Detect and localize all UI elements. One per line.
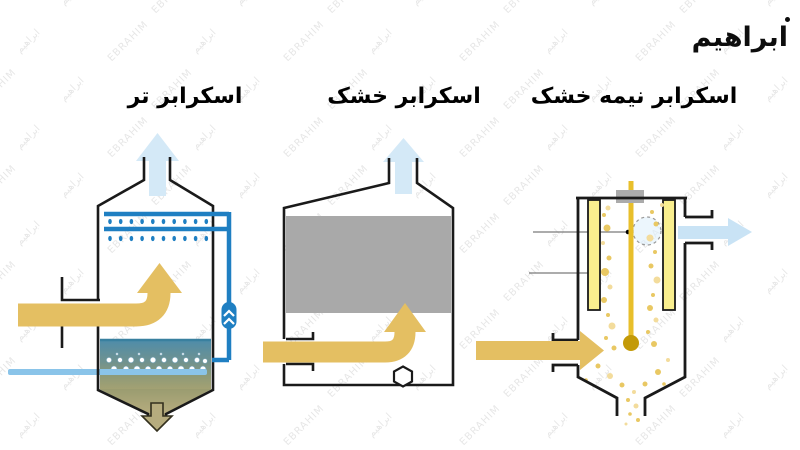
vortex-dashed-circle (632, 216, 662, 246)
inlet-duct-upper-edge (286, 332, 315, 341)
spray-header-pipes (104, 211, 232, 363)
dry-scrubber-diagram (263, 138, 455, 388)
logo-text: ابراهیم (691, 22, 788, 53)
spray-strip-left (587, 199, 601, 311)
inlet-duct-lower-edge (60, 322, 100, 348)
title-wet-scrubber: اسکرابر تر (127, 84, 243, 109)
dirty-gas-inlet-arrow (476, 331, 604, 370)
atomizer-disc (623, 335, 639, 351)
clean-gas-outlet-arrow (678, 218, 752, 246)
logo-dot (785, 17, 790, 22)
clean-gas-up-arrow (383, 138, 424, 194)
dirty-gas-inlet-arrow (263, 303, 426, 363)
inlet-duct-lower-edge (551, 363, 578, 372)
atomizer-motor (616, 190, 644, 203)
brand-logo: ابراهیم (691, 17, 790, 53)
spray-strip-right (662, 199, 676, 311)
hex-nut-icon (392, 365, 414, 388)
scrubbing-liquid-pool (100, 339, 211, 389)
dry-sorbent-bed (286, 216, 451, 313)
inlet-duct-upper-edge (551, 333, 578, 342)
spray-droplets (108, 218, 209, 242)
water-feed-pipe (8, 369, 207, 375)
inlet-duct-lower-edge (286, 362, 315, 371)
cone-slurry-fill (99, 389, 212, 414)
dirty-gas-inlet-arrow (18, 263, 182, 327)
inlet-duct-upper-edge (60, 277, 100, 302)
wet-scrubber-diagram (8, 133, 237, 433)
dry-vessel-outline (282, 158, 455, 387)
outlet-duct-upper-edge (685, 210, 714, 219)
title-semi-dry-scrubber: اسکرابر نیمه خشک (530, 84, 738, 109)
spray-particles (584, 203, 670, 426)
callout-lines (529, 231, 626, 274)
semi-dry-vessel-outline (551, 196, 714, 416)
slurry-drain-arrow (140, 402, 174, 433)
clean-gas-up-arrow (136, 133, 179, 196)
atomizer-shaft (628, 181, 634, 337)
title-dry-scrubber: اسکرابر خشک (327, 84, 481, 109)
outlet-duct-lower-edge (685, 241, 714, 250)
pump-icon (221, 302, 237, 329)
semi-dry-scrubber-diagram (476, 181, 752, 426)
